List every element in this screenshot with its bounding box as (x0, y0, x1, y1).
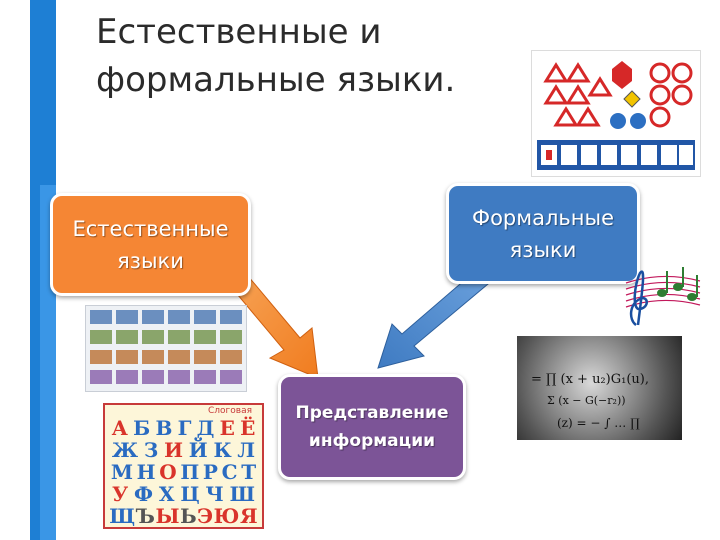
formula-image: = ∏ (x + u₂)G₁(u), Σ (x − G(−r₂)) (z) = … (517, 336, 682, 440)
formula-line: (z) = − ∫ … ∏ (557, 416, 640, 430)
formal-languages-box: Формальные языки (446, 183, 640, 284)
representation-box: Представление информации (278, 374, 466, 480)
arrow-natural-to-representation (231, 275, 319, 379)
formula-line: = ∏ (x + u₂)G₁(u), (531, 372, 649, 387)
arrow-formal-to-representation (377, 271, 489, 369)
alphabet-chart-header: Слоговая (207, 406, 252, 416)
alphabet-cards-image (85, 305, 247, 392)
accent-bar (30, 0, 40, 540)
formula-line: Σ (x − G(−r₂)) (547, 394, 626, 407)
music-notes-image (625, 267, 701, 326)
service-signs-image (537, 140, 695, 170)
natural-languages-box: Естественные языки (50, 193, 251, 296)
accent-bar-top (40, 0, 56, 185)
representation-label: Представление информации (295, 403, 449, 451)
formal-languages-label: Формальные языки (472, 205, 614, 262)
slide-title: Естественные и формальные языки. (96, 12, 456, 100)
natural-languages-label: Естественные языки (72, 216, 229, 273)
